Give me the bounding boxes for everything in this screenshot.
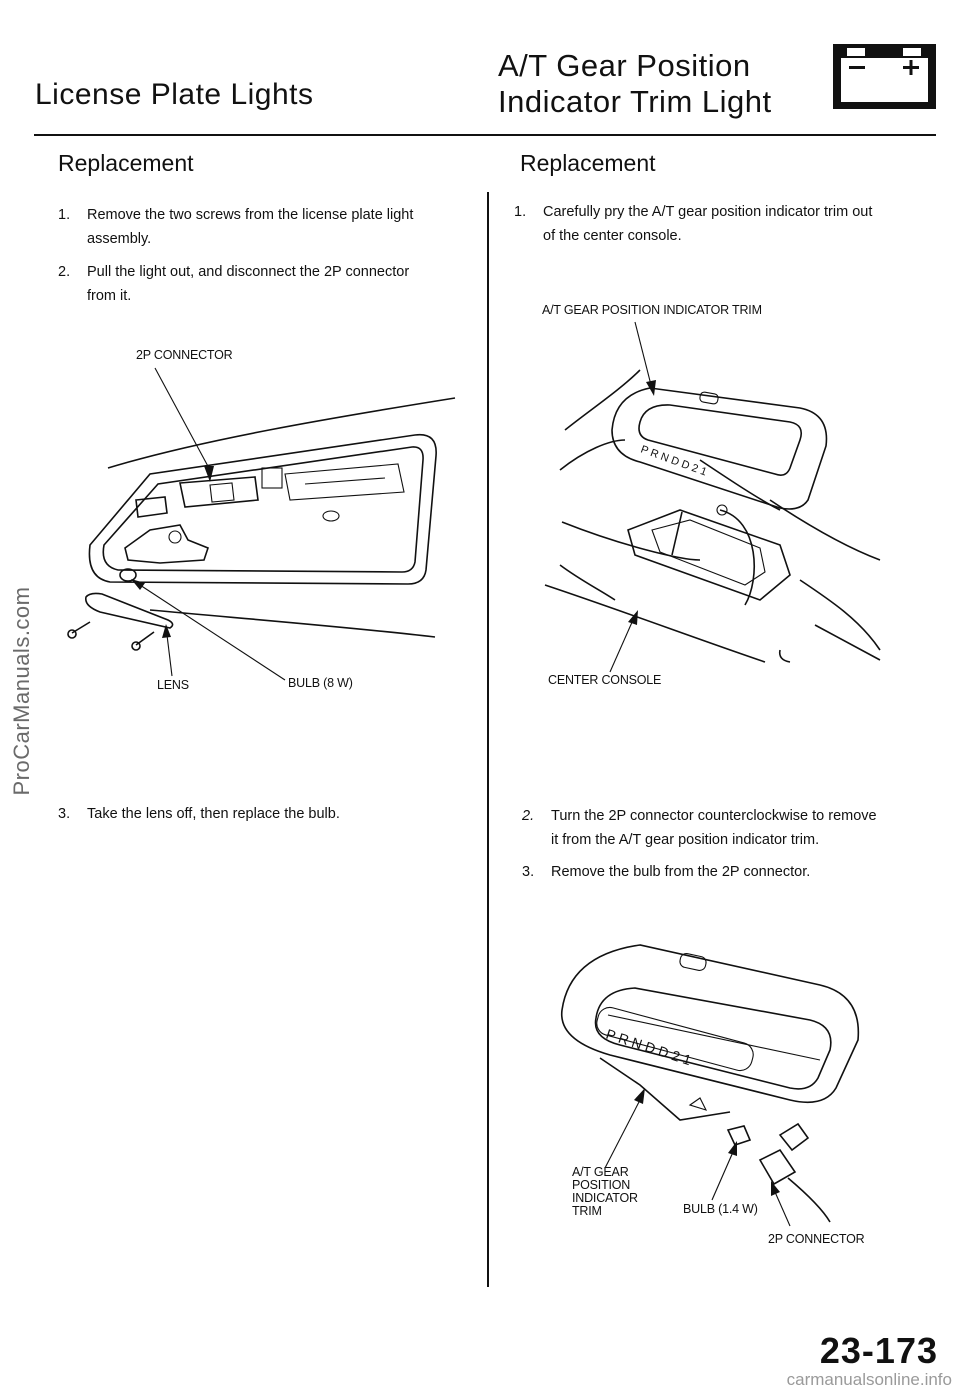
header-rule [34, 134, 936, 136]
label-bulb-8w: BULB (8 W) [288, 676, 353, 690]
step-number: 2. [522, 808, 535, 824]
step-text-line: from it. [87, 288, 132, 304]
label-line: TRIM [572, 1204, 602, 1218]
step-text-line: of the center console. [543, 228, 682, 244]
right-step-2: 2. Turn the 2P connector counterclockwis… [522, 804, 937, 854]
label-line: INDICATOR [572, 1191, 638, 1205]
page-number: 23-173 [819, 1330, 938, 1371]
label-2p-connector-right: 2P CONNECTOR [768, 1232, 865, 1246]
title-line-1: A/T Gear Position [498, 48, 751, 83]
left-step-3: 3. Take the lens off, then replace the b… [58, 802, 468, 828]
label-lens: LENS [157, 678, 189, 692]
title-line-2: Indicator Trim Light [498, 84, 772, 119]
step-text-line: Take the lens off, then replace the bulb… [87, 806, 340, 822]
step-number: 2. [58, 264, 71, 280]
step-number: 1. [514, 204, 527, 220]
label-line: POSITION [572, 1178, 631, 1192]
step-text-line: Carefully pry the A/T gear position indi… [543, 204, 873, 220]
footer-watermark: carmanualsonline.info [786, 1370, 952, 1389]
right-heading: Replacement [520, 150, 656, 176]
title-indicator-trim-light: A/T Gear Position Indicator Trim Light [498, 48, 772, 120]
right-step-3: 3. Remove the bulb from the 2P connector… [522, 860, 937, 886]
step-number: 3. [58, 806, 71, 822]
label-trim-bottom: A/T GEAR POSITION INDICATOR TRIM [572, 1166, 638, 1218]
side-watermark: ProCarManuals.com [9, 586, 34, 796]
step-text-line: assembly. [87, 231, 152, 247]
step-text-line: it from the A/T gear position indicator … [551, 832, 820, 848]
svg-text:P R N D D 2 1: P R N D D 2 1 [604, 1026, 693, 1069]
battery-icon [833, 44, 936, 109]
step-number: 1. [58, 207, 71, 223]
left-step-2: 2. Pull the light out, and disconnect th… [58, 260, 468, 310]
right-step-1: 1. Carefully pry the A/T gear position i… [514, 200, 934, 250]
step-text-line: Remove the bulb from the 2P connector. [551, 864, 811, 880]
label-bulb-1-4w: BULB (1.4 W) [683, 1202, 758, 1216]
column-divider [487, 192, 489, 1287]
label-center-console: CENTER CONSOLE [548, 673, 662, 687]
title-license-plate-lights: License Plate Lights [35, 78, 314, 111]
label-line: A/T GEAR [572, 1165, 629, 1179]
left-heading: Replacement [58, 150, 194, 176]
step-text-line: Turn the 2P connector counterclockwise t… [551, 808, 877, 824]
left-step-1: 1. Remove the two screws from the licens… [58, 203, 468, 253]
label-at-gear-position-indicator-trim: A/T GEAR POSITION INDICATOR TRIM [542, 303, 762, 317]
step-text-line: Remove the two screws from the license p… [87, 207, 414, 223]
step-text-line: Pull the light out, and disconnect the 2… [87, 264, 410, 280]
step-number: 3. [522, 864, 535, 880]
label-2p-connector: 2P CONNECTOR [136, 348, 233, 362]
